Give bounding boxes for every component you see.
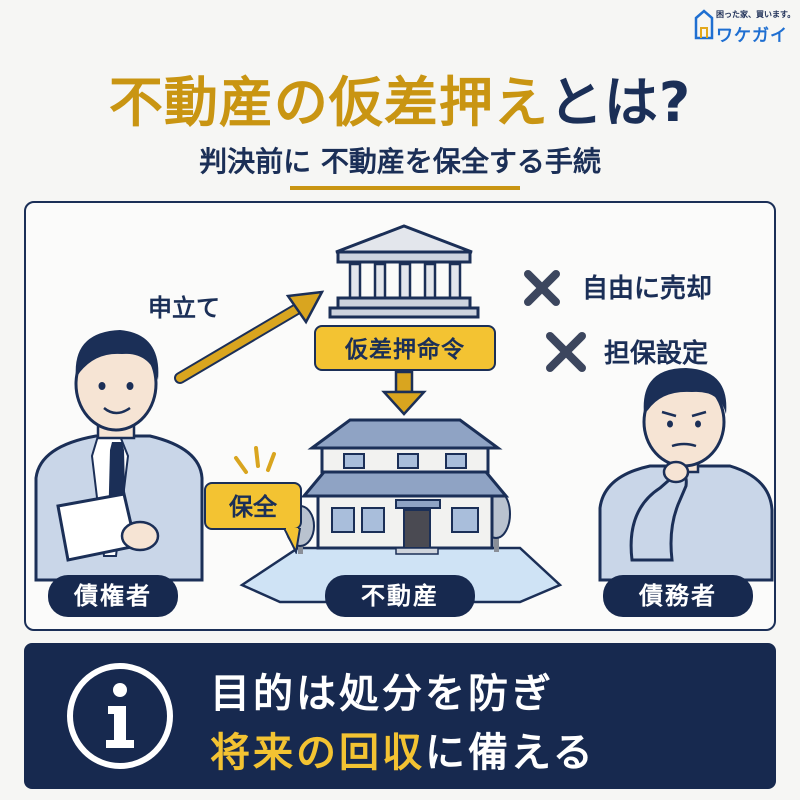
preserve-badge-tail — [282, 528, 302, 554]
logo-tagline: 困った家、買います。 — [716, 10, 796, 19]
prohibition-collateral: 担保設定 — [604, 339, 709, 369]
debtor-label: 債務者 — [603, 575, 753, 617]
filing-label: 申立て — [148, 294, 220, 322]
debtor-illustration — [598, 368, 774, 582]
banner-line-1: 目的は処分を防ぎ — [210, 671, 554, 717]
creditor-label: 債権者 — [48, 575, 178, 617]
banner-rest: に備える — [425, 730, 596, 776]
property-label: 不動産 — [325, 575, 475, 617]
creditor-illustration — [34, 330, 204, 582]
filing-arrow-icon — [174, 290, 325, 384]
info-icon — [67, 663, 173, 769]
brand-logo: 困った家、買います。 ワケガイ — [694, 4, 798, 46]
x-icon — [546, 332, 586, 372]
down-arrow-icon — [381, 370, 427, 416]
page-subtitle: 判決前に 不動産を保全する手続 — [199, 145, 601, 178]
diagram-illustration — [34, 224, 774, 604]
house-icon — [300, 418, 510, 555]
house-logo-icon — [694, 9, 714, 40]
purpose-banner — [24, 643, 776, 789]
page-title: 不動産の仮差押えとは? — [0, 58, 800, 137]
prohibition-sell: 自由に売却 — [582, 274, 713, 304]
order-badge: 仮差押命令 — [314, 325, 496, 371]
preserve-badge: 保全 — [204, 482, 302, 530]
banner-line-2: 将来の回収に備える — [210, 720, 596, 778]
x-icon — [524, 270, 560, 306]
subtitle-underline — [290, 186, 520, 190]
alert-lines-icon — [234, 446, 276, 474]
title-rest: とは? — [548, 71, 692, 134]
title-highlight: 不動産の仮差押え — [108, 71, 549, 134]
logo-name: ワケガイ — [716, 26, 788, 46]
courthouse-icon — [328, 224, 480, 319]
banner-highlight: 将来の回収 — [210, 730, 425, 776]
